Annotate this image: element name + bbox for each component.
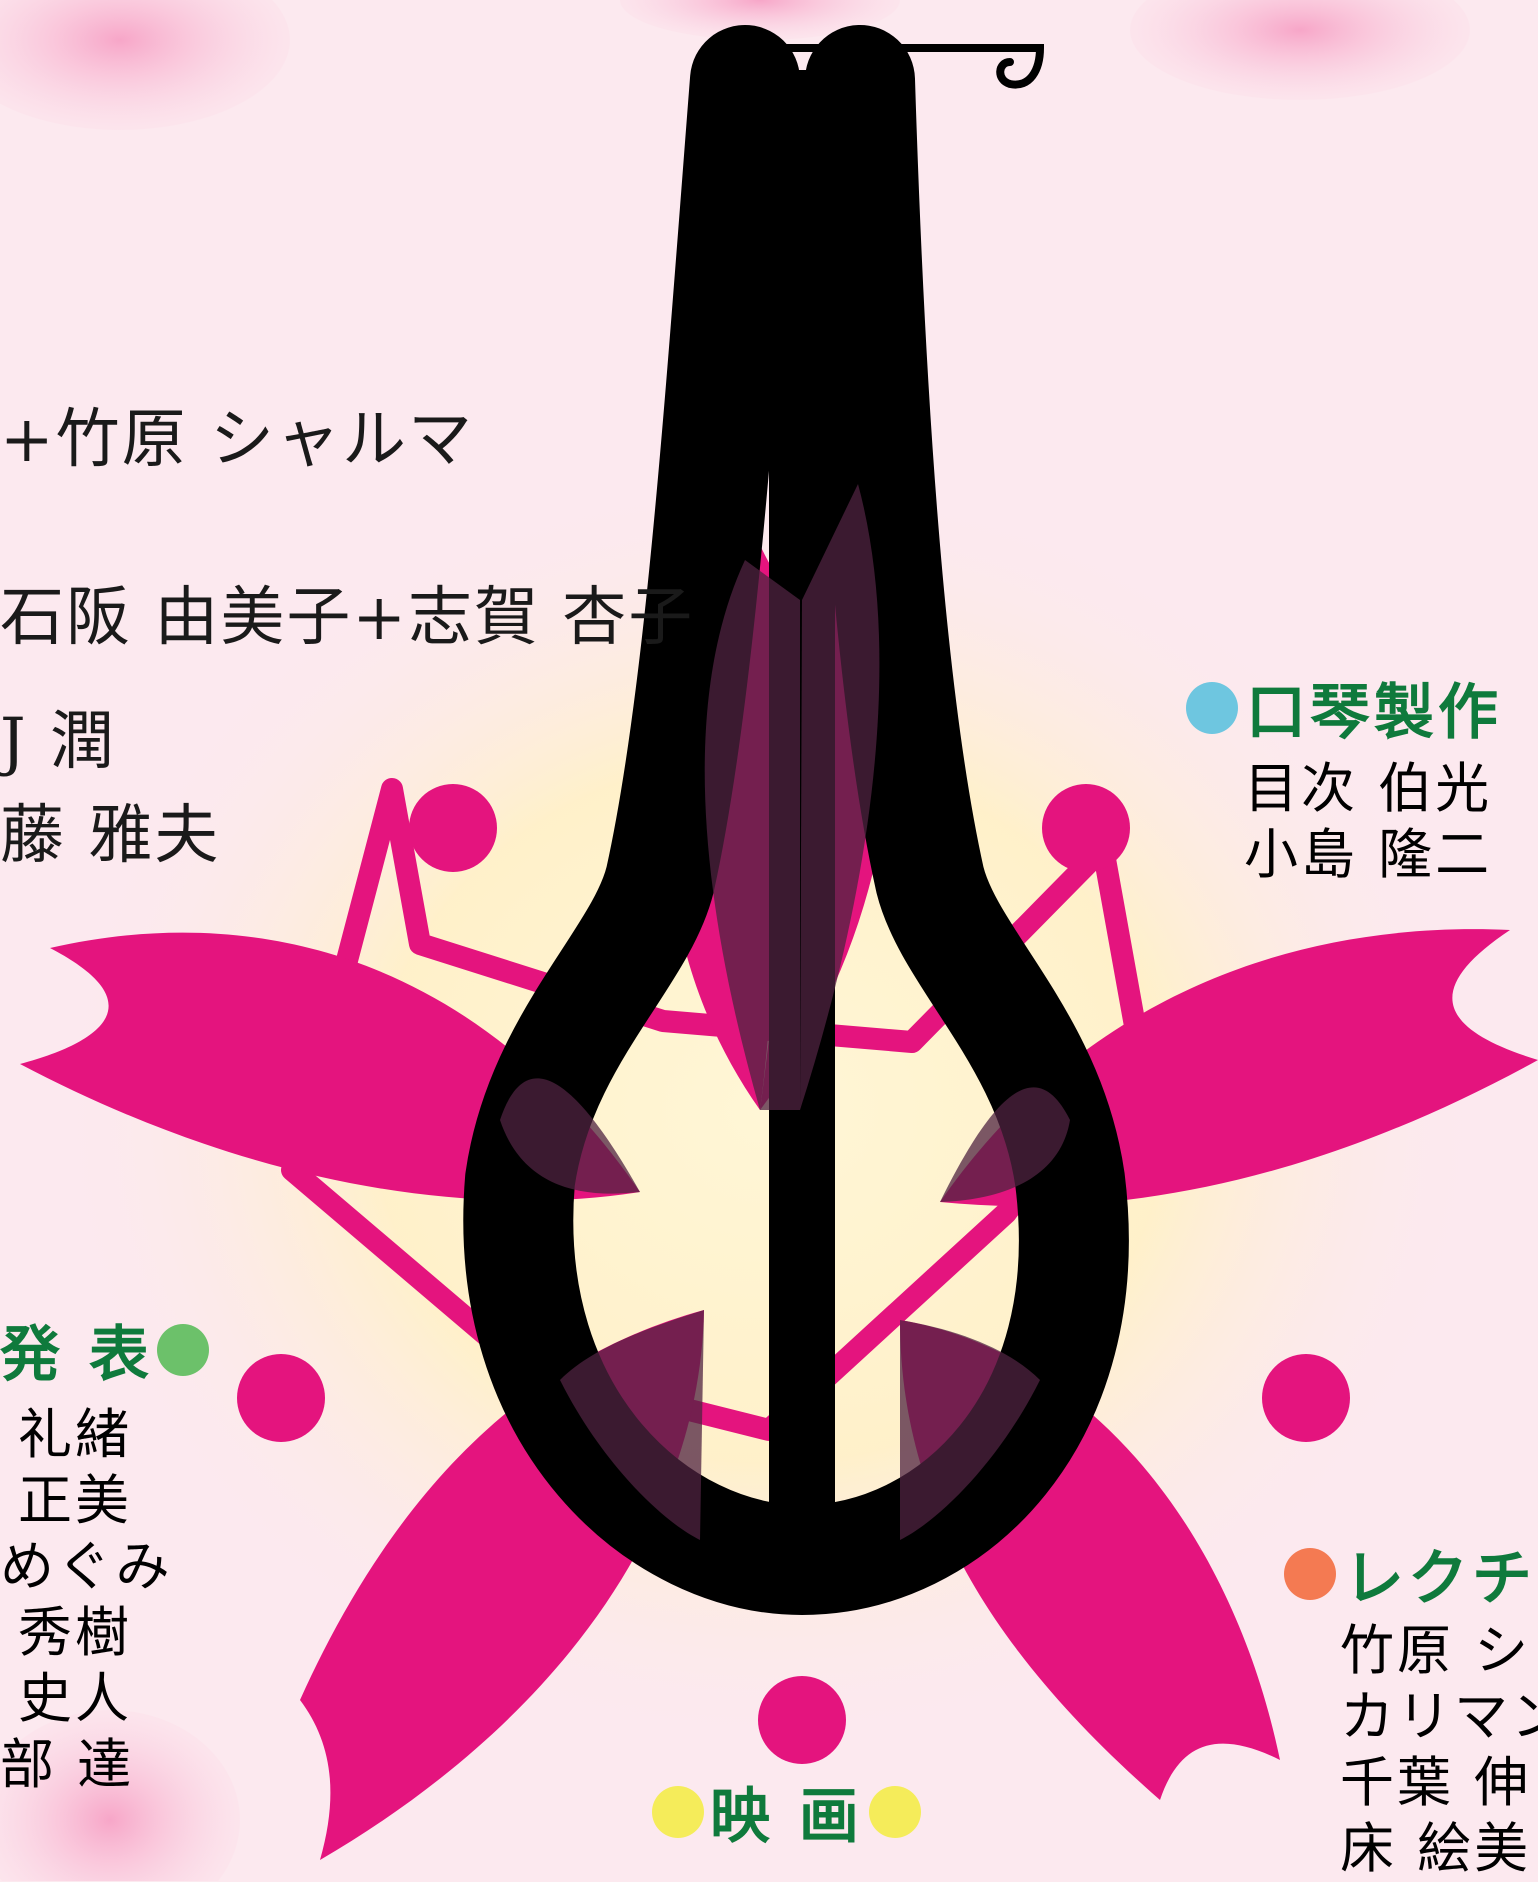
background-petal xyxy=(0,1710,240,1881)
presentation-name: 秀樹 xyxy=(18,1601,132,1664)
blue-dot-icon xyxy=(1186,681,1238,734)
movie-heading-text: 映 画 xyxy=(710,1782,863,1852)
lecture-heading-text: レクチャ xyxy=(1344,1544,1538,1614)
ring-knob xyxy=(758,1676,846,1764)
overlap-shading xyxy=(500,484,1070,1540)
making-heading: 口琴製作 xyxy=(1186,664,1502,751)
ring-knob xyxy=(409,784,497,872)
lecture-name: 竹原 シ xyxy=(1340,1619,1532,1682)
lecture-names: 竹原 シ カリマン 千葉 伸 床 絵美 xyxy=(1340,1618,1538,1882)
presentation-name: めぐみ xyxy=(0,1535,173,1598)
performer-line-3: J 潤 xyxy=(0,705,116,779)
presentation-name: 史人 xyxy=(18,1667,132,1730)
presentation-names: 礼緒 正美 めぐみ 秀樹 史人 部 達 xyxy=(0,1402,173,1798)
lecture-name: 千葉 伸 xyxy=(1340,1751,1532,1814)
presentation-name: 正美 xyxy=(18,1469,132,1532)
presentation-heading-text: 発 表 xyxy=(0,1320,153,1390)
orange-dot-icon xyxy=(1284,1547,1336,1600)
making-name: 小島 隆二 xyxy=(1244,823,1493,886)
yellow-dot-icon xyxy=(652,1785,704,1838)
ring-knob xyxy=(1042,784,1130,872)
making-heading-text: 口琴製作 xyxy=(1246,678,1502,748)
yellow-dot-icon xyxy=(868,1785,921,1838)
green-dot-icon xyxy=(156,1323,209,1376)
lecture-name: 床 絵美 xyxy=(1340,1817,1532,1880)
background-petal xyxy=(0,0,290,130)
making-names: 目次 伯光 小島 隆二 xyxy=(1244,756,1492,888)
ring-knob xyxy=(1262,1354,1350,1442)
presentation-name: 部 達 xyxy=(0,1733,135,1796)
background-petal xyxy=(620,0,900,40)
presentation-heading: 発 表 xyxy=(0,1306,209,1393)
performer-line-4: 藤 雅夫 xyxy=(0,799,221,873)
background-petal xyxy=(1130,0,1470,100)
movie-heading: 映 画 xyxy=(652,1768,921,1855)
performer-line-2: 石阪 由美子+志賀 杏子 xyxy=(0,581,695,655)
lecture-heading: レクチャ xyxy=(1284,1530,1538,1617)
lecture-name: カリマン xyxy=(1340,1685,1538,1748)
making-name: 目次 伯光 xyxy=(1244,757,1493,820)
jaw-harp-trigger xyxy=(780,44,1045,89)
background-petals xyxy=(0,0,1470,1881)
performer-line-1: +竹原 シャルマ xyxy=(0,403,474,477)
presentation-name: 礼緒 xyxy=(18,1403,132,1466)
ring-knob xyxy=(237,1354,325,1442)
